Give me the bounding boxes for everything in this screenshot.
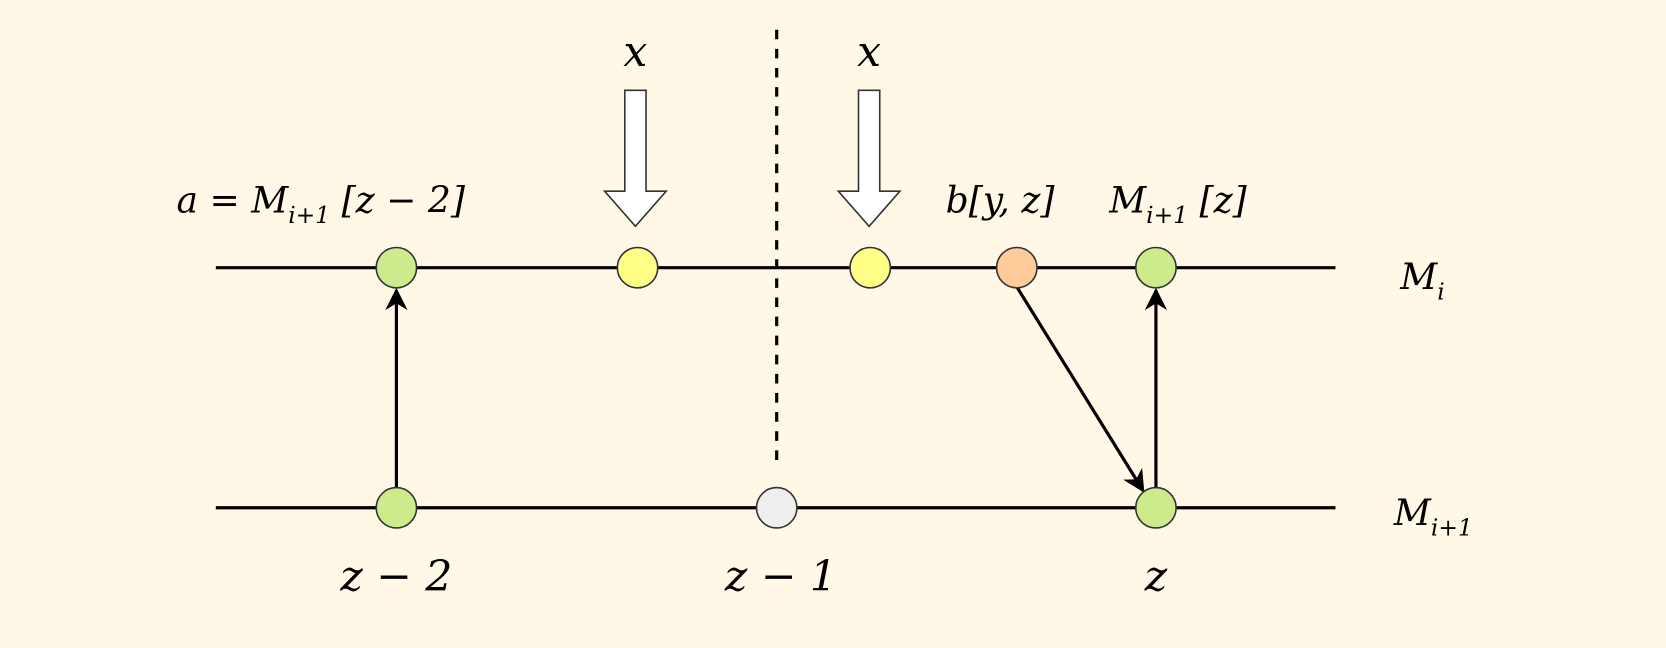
bottom-label-z-minus-1: z − 1 [724,553,837,602]
node-bottom-gray [755,486,798,529]
node-top-orange [995,246,1038,289]
input-label-1: x [623,28,647,77]
input-arrow-2 [836,89,902,228]
input-label-2: x [857,28,881,77]
node-bottom-green-left [375,486,418,529]
bottom-label-z: z [1144,553,1168,602]
node-top-green-left [375,246,418,289]
row-label-top: Mi [1399,255,1444,306]
label-b: b[y, z] [946,178,1056,221]
label-a: a = Mi+1 [z − 2] [177,178,466,229]
arrow-diagonal-down [1015,285,1145,493]
label-m-z: Mi+1 [z] [1108,178,1247,229]
input-arrow-1 [602,89,668,228]
node-top-yellow-2 [849,246,892,289]
row-label-bottom: Mi+1 [1393,491,1473,542]
node-top-yellow-1 [616,246,659,289]
node-bottom-green-right [1134,486,1177,529]
bottom-label-z-minus-2: z − 2 [339,553,452,602]
node-top-green-right [1134,246,1177,289]
